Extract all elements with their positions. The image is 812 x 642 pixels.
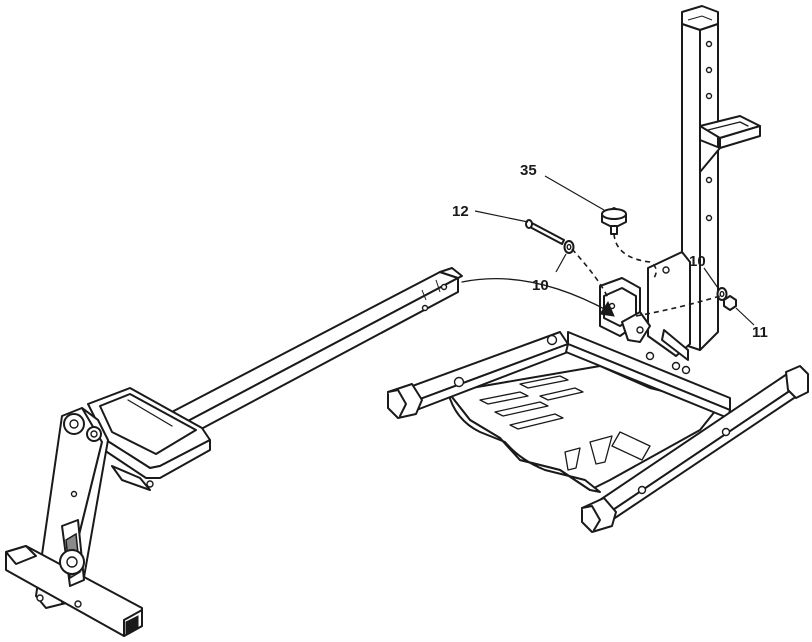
side-rail [565, 331, 731, 419]
floor-plate [447, 365, 721, 493]
callout-35: 35 [520, 162, 537, 179]
callout-12: 12 [452, 203, 469, 220]
callout-10-right: 10 [689, 253, 706, 270]
post-base-gusset [647, 251, 691, 371]
knob-35 [601, 207, 627, 235]
seat [87, 387, 211, 491]
washer-10-right [716, 287, 728, 301]
bolt-hole [453, 376, 465, 388]
nut-11 [723, 295, 737, 311]
bolt-12 [525, 219, 565, 245]
front-leg-assembly [5, 407, 143, 637]
bolt-hole [546, 334, 558, 346]
front-cross-bar [581, 365, 809, 533]
insertion-arrow [461, 277, 615, 317]
callout-10-left: 10 [532, 277, 549, 294]
assembly-paths [571, 233, 721, 317]
post-bracket [699, 115, 761, 173]
washer-10-left [563, 240, 575, 254]
callout-labels: 35 12 10 10 11 [452, 162, 768, 341]
callout-11: 11 [752, 324, 768, 341]
leader-lines [474, 175, 755, 326]
floor-plate-slots [479, 375, 651, 471]
rail-mounting-bracket [599, 277, 651, 343]
